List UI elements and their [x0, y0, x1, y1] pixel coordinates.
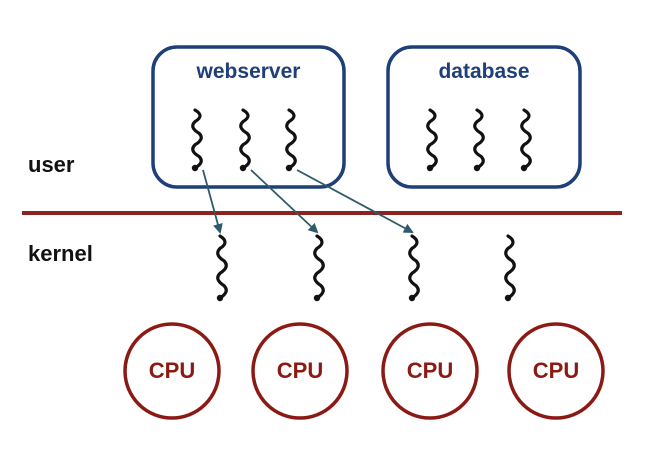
webserver-user-thread-end — [191, 164, 199, 172]
thread-mapping-arrows — [202, 169, 414, 234]
kernel-thread — [504, 234, 516, 300]
webserver-title: webserver — [196, 60, 301, 83]
database-user-thread — [473, 108, 485, 170]
kernel-threads — [216, 234, 516, 302]
webserver-user-thread-end — [239, 164, 247, 172]
database-title: database — [438, 60, 530, 83]
mapping-arrow — [250, 169, 319, 234]
database-user-thread-end — [520, 164, 528, 172]
kernel-thread-end — [504, 294, 512, 302]
database-user-thread — [426, 108, 438, 170]
cpu-circle — [507, 322, 605, 420]
cpu-circle — [251, 322, 349, 420]
cpu-circle — [123, 322, 221, 420]
kernel-thread-end — [408, 294, 416, 302]
cpu-label: CPU — [148, 358, 196, 383]
mapping-arrow — [202, 169, 223, 234]
database-user-thread — [520, 108, 532, 170]
mapping-arrow — [296, 169, 414, 233]
user-label: user — [28, 152, 75, 177]
cpu-circle — [381, 322, 479, 420]
database-user-thread-end — [473, 164, 481, 172]
webserver-user-thread — [239, 108, 251, 170]
cpu-label: CPU — [276, 358, 324, 383]
webserver-user-thread-end — [285, 164, 293, 172]
cpu-label: CPU — [406, 358, 454, 383]
database-user-thread-end — [426, 164, 434, 172]
webserver-process-box — [151, 45, 346, 189]
kernel-thread — [313, 234, 325, 300]
kernel-thread — [216, 234, 228, 300]
webserver-user-thread — [191, 108, 203, 170]
kernel-thread — [408, 234, 420, 300]
kernel-thread-end — [216, 294, 224, 302]
user-threads — [191, 108, 532, 172]
kernel-label: kernel — [28, 241, 93, 266]
kernel-thread-end — [313, 294, 321, 302]
webserver-user-thread — [285, 108, 297, 170]
database-process-box — [386, 45, 582, 189]
cpu-label: CPU — [532, 358, 580, 383]
